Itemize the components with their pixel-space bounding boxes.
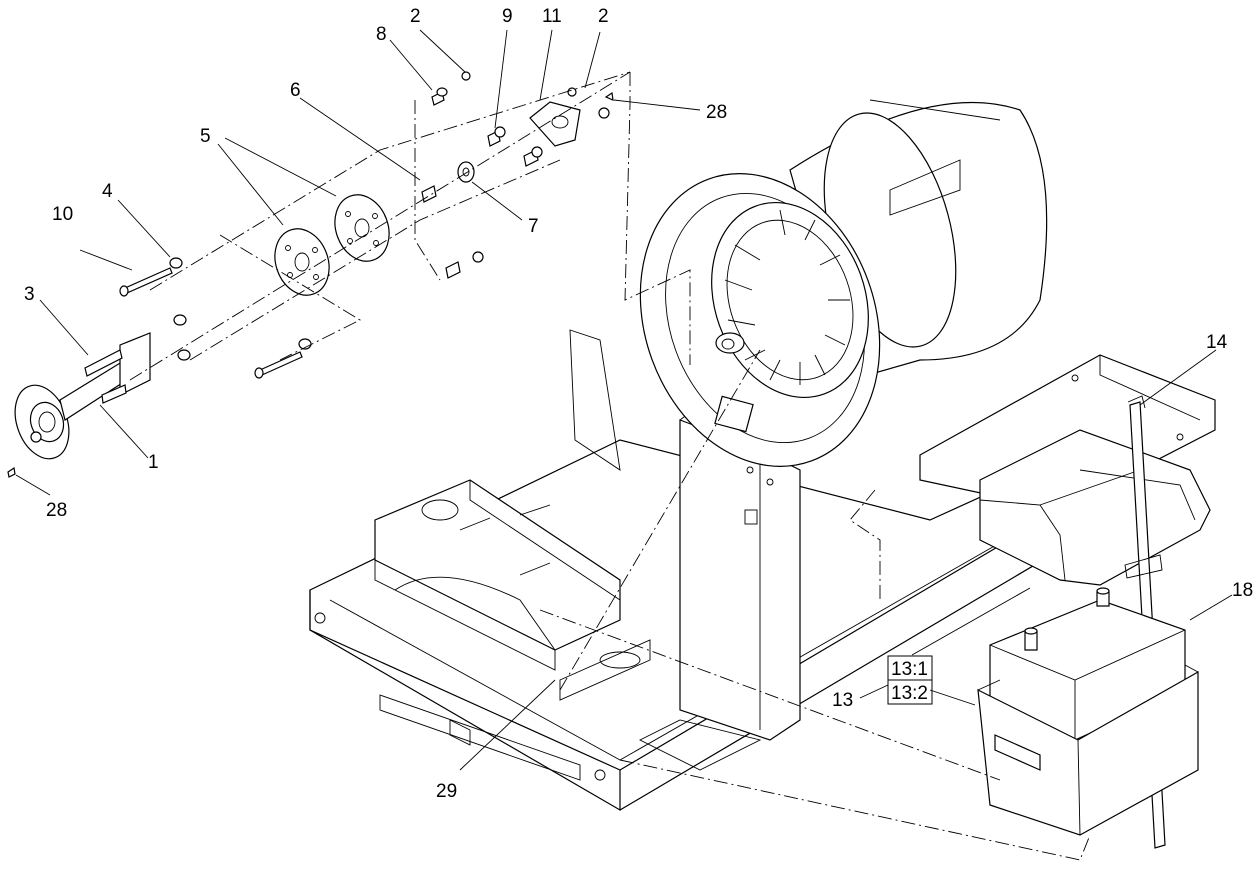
mounting-rail [919, 354, 1216, 511]
callout-2-left: 2 [410, 6, 421, 27]
callout-6: 6 [290, 80, 301, 101]
callout-28-top: 28 [706, 102, 727, 123]
callout-5: 5 [200, 126, 211, 147]
hardware-small-parts [7, 71, 614, 478]
callout-1: 1 [148, 452, 159, 473]
battery-tray [977, 664, 1199, 836]
callout-13: 13 [832, 690, 853, 711]
callout-8: 8 [376, 24, 387, 45]
motor-support-bracket [569, 329, 801, 771]
engine-housing-box [374, 479, 621, 671]
assembly-center-lines [129, 71, 1091, 861]
callout-7: 7 [528, 216, 539, 237]
callout-3: 3 [24, 284, 35, 305]
callout-labels: 1 2 2 3 4 5 6 7 8 9 10 11 13 13:1 13:2 1… [24, 6, 1253, 802]
callout-13-1: 13:1 [891, 659, 928, 680]
callout-13-2: 13:2 [891, 683, 928, 704]
callout-11: 11 [542, 6, 562, 27]
callout-9: 9 [502, 6, 513, 27]
callout-18: 18 [1232, 580, 1253, 601]
callout-2-right: 2 [598, 6, 609, 27]
callout-4: 4 [102, 181, 113, 202]
callout-28-bottom: 28 [46, 500, 67, 521]
coupling-shaft-assembly [14, 332, 151, 460]
callout-leaders [15, 29, 1233, 771]
callout-14: 14 [1206, 332, 1228, 353]
callout-10: 10 [52, 204, 73, 225]
callout-29: 29 [436, 781, 457, 802]
flange-discs [274, 194, 390, 296]
blower-fan-assembly [639, 99, 1048, 467]
bolts-and-washers [119, 257, 312, 379]
fuel-tank-cover [979, 429, 1211, 586]
